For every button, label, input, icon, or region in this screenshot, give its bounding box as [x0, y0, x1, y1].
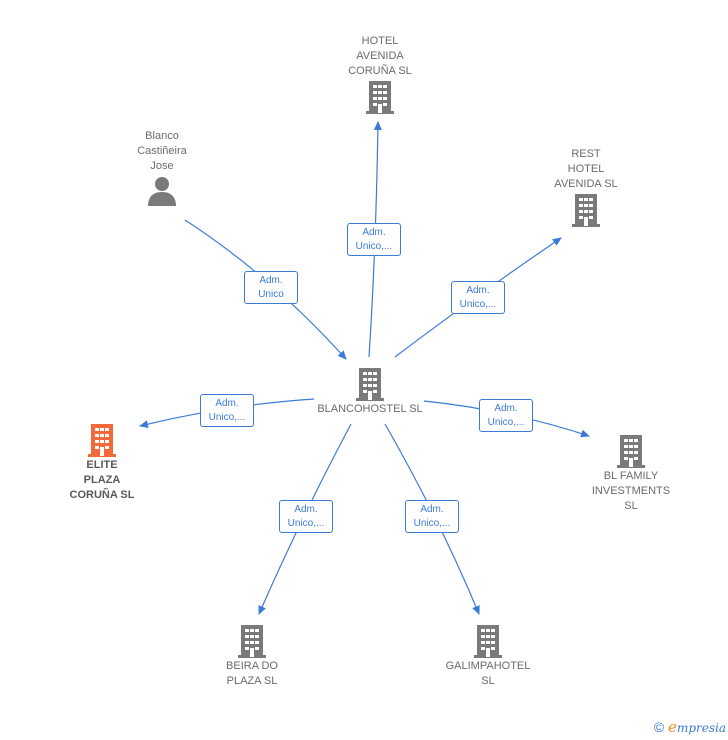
edge-label-elite-plaza[interactable]: Adm. Unico,... [200, 394, 254, 427]
edge-label-line1: Adm. [466, 284, 490, 296]
edge-label-line2: Unico,... [355, 240, 393, 252]
node-beira-do-plaza[interactable]: BEIRA DO PLAZA SL [202, 623, 302, 689]
building-icon [572, 194, 600, 227]
building-icon [88, 424, 116, 457]
edge-label-line2: Unico,... [413, 517, 451, 529]
building-icon [366, 81, 394, 114]
node-elite-plaza-coruna[interactable]: ELITE PLAZA CORUÑA SL [52, 422, 152, 503]
edge-label-line2: Unico,... [208, 411, 246, 423]
building-icon [356, 368, 384, 401]
footer-brand: © empresia [654, 718, 726, 736]
edge-label-line2: Unico,... [459, 298, 497, 310]
node-blancohostel-center[interactable]: BLANCOHOSTEL SL [300, 366, 440, 417]
node-label: GALIMPAHOTEL SL [445, 660, 531, 687]
node-bl-family-investments[interactable]: BL FAMILY INVESTMENTS SL [576, 433, 686, 514]
brand-rest: mpresia [676, 721, 726, 735]
edge-label-line2: Unico,... [487, 416, 525, 428]
edge-label-line2: Unico [258, 288, 284, 300]
edge-label-line2: Unico,... [287, 517, 325, 529]
node-hotel-avenida-coruna[interactable]: HOTEL AVENIDA CORUÑA SL [330, 34, 430, 115]
edge-label-beira[interactable]: Adm. Unico,... [279, 500, 333, 533]
node-label: BL FAMILY INVESTMENTS SL [591, 470, 671, 512]
node-label: HOTEL AVENIDA CORUÑA SL [348, 35, 412, 77]
node-label: BLANCOHOSTEL SL [317, 403, 423, 415]
edge-label-line1: Adm. [215, 397, 239, 409]
edge-label-rest-hotel[interactable]: Adm. Unico,... [451, 281, 505, 314]
copyright-icon: © [653, 719, 665, 735]
edge-label-bl-family[interactable]: Adm. Unico,... [479, 399, 533, 432]
edge-label-line1: Adm. [294, 503, 318, 515]
empresia-logo[interactable]: empresia [668, 718, 726, 736]
edge-label-line1: Adm. [494, 402, 518, 414]
building-icon [238, 625, 266, 658]
node-label: REST HOTEL AVENIDA SL [554, 148, 618, 190]
edge-label-line1: Adm. [420, 503, 444, 515]
edge-label-person[interactable]: Adm. Unico [244, 271, 298, 304]
building-icon [474, 625, 502, 658]
node-label: ELITE PLAZA CORUÑA SL [69, 459, 135, 501]
edge-label-hotel-avenida[interactable]: Adm. Unico,... [347, 223, 401, 256]
person-icon [148, 177, 176, 206]
node-galimpahotel[interactable]: GALIMPAHOTEL SL [428, 623, 548, 689]
node-label: Blanco Castiñeira Jose [137, 130, 187, 172]
building-icon [617, 435, 645, 468]
node-rest-hotel-avenida[interactable]: REST HOTEL AVENIDA SL [536, 147, 636, 228]
edge-label-galimpahotel[interactable]: Adm. Unico,... [405, 500, 459, 533]
edge-label-line1: Adm. [259, 274, 283, 286]
node-person-blanco-castineira-jose[interactable]: Blanco Castiñeira Jose [112, 129, 212, 208]
node-label: BEIRA DO PLAZA SL [226, 660, 278, 687]
brand-initial: e [668, 718, 677, 736]
edge-label-line1: Adm. [362, 226, 386, 238]
